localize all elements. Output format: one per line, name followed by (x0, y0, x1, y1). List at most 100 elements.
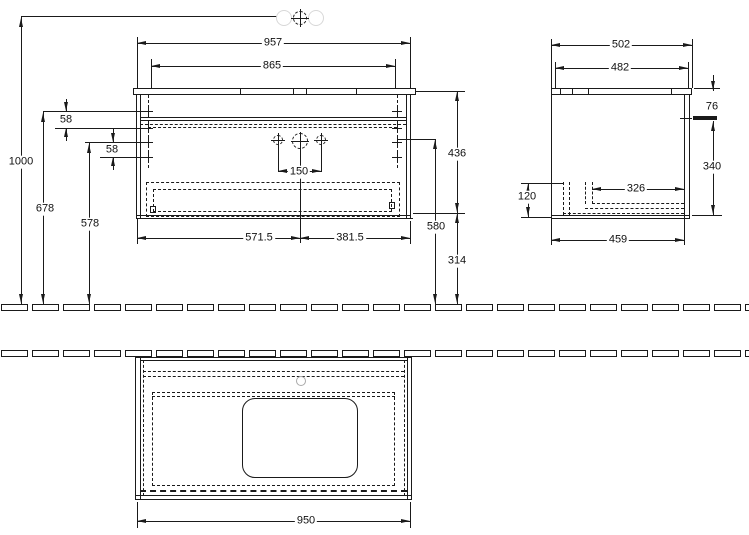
drawing-line (21, 16, 277, 17)
dim-label-apron-height: 76 (703, 100, 721, 114)
center-cross-mark (148, 152, 149, 162)
wall-hatch-brick (342, 350, 369, 357)
center-cross-mark (321, 133, 322, 147)
drawing-line (410, 95, 411, 218)
wall-hatch-brick (373, 350, 400, 357)
dim-arrow (401, 235, 410, 240)
wall-hatch-brick (745, 304, 749, 311)
basin-bowl (242, 398, 358, 478)
dim-label-height-upper: 678 (33, 202, 57, 216)
drawing-line (688, 62, 689, 88)
center-cross-mark (397, 106, 398, 116)
wall-hatch-brick (683, 350, 710, 357)
wall-hatch-brick (373, 304, 400, 311)
dim-arrow (110, 133, 115, 142)
drawing-line (692, 215, 722, 216)
dim-label-hole-offset-mid: 58 (103, 143, 121, 157)
wall-hatch-brick (94, 350, 121, 357)
drawing-line (306, 88, 307, 95)
hidden-edge-line (148, 127, 397, 128)
dim-arrow (63, 102, 68, 111)
dim-label-carcass-depth: 459 (606, 233, 630, 247)
center-cross-mark (148, 137, 149, 147)
dim-arrow (551, 237, 560, 242)
countertop-side (551, 88, 692, 95)
drawing-line (140, 120, 406, 121)
center-cross-mark (397, 137, 398, 147)
dim-arrow (278, 168, 287, 173)
dim-arrow (432, 294, 437, 303)
hidden-edge-line (585, 208, 684, 209)
drawing-line (551, 218, 552, 245)
dim-arrow (300, 235, 309, 240)
basin-hidden-outline (152, 392, 395, 486)
dim-arrow (18, 294, 23, 303)
wall-hatch-brick (218, 304, 245, 311)
dim-arrow (401, 518, 410, 523)
dim-arrow (63, 128, 68, 137)
hidden-edge-line (569, 182, 570, 215)
dim-label-inner-width: 865 (260, 59, 284, 73)
hidden-edge-line (563, 182, 564, 215)
dim-label-center-left: 571.5 (243, 231, 275, 245)
drawing-line (300, 150, 301, 243)
hidden-edge-line (563, 213, 684, 214)
wall-hatch-brick (621, 304, 648, 311)
drawing-line (395, 59, 396, 89)
wall-hatch-brick (745, 350, 749, 357)
dim-arrow (401, 40, 410, 45)
dim-arrow (291, 235, 300, 240)
drawing-line (100, 157, 150, 158)
drawing-line (551, 95, 552, 219)
hidden-edge-line (152, 396, 395, 397)
drawing-line (521, 217, 551, 218)
drawing-line (140, 360, 407, 361)
dim-arrow (432, 140, 437, 149)
drawing-line (413, 213, 465, 214)
drawing-line (588, 88, 589, 95)
wall-hatch-brick (187, 304, 214, 311)
center-cross-mark (300, 9, 301, 27)
drawing-line (136, 218, 413, 219)
wall-hatch-brick (590, 304, 617, 311)
drawing-line (551, 218, 689, 219)
dim-arrow (679, 65, 688, 70)
wall-hatch-brick (714, 304, 741, 311)
wall-hatch-brick (280, 304, 307, 311)
wall-hatch-brick (435, 304, 462, 311)
drawing-line (293, 88, 294, 95)
dim-arrow (710, 81, 715, 90)
wall-hatch-brick (652, 350, 679, 357)
dim-arrow (683, 42, 692, 47)
wall-hatch-brick (621, 350, 648, 357)
wall-hatch-brick (187, 350, 214, 357)
wall-hatch-brick (156, 304, 183, 311)
drawing-line (684, 218, 685, 245)
drawing-line (85, 142, 150, 143)
wall-hatch-brick (1, 304, 28, 311)
drawer-outline (146, 182, 400, 217)
wall-hatch-brick (590, 350, 617, 357)
drawing-line (407, 357, 408, 500)
wall-hatch-brick (342, 304, 369, 311)
drawing-line (55, 128, 150, 129)
drawing-line (136, 215, 410, 216)
dim-label-height-rim: 580 (424, 220, 448, 234)
dim-label-unit-height: 436 (445, 147, 469, 161)
wall-hatch-brick (249, 304, 276, 311)
drawing-line (140, 95, 141, 218)
dim-arrow (137, 235, 146, 240)
wall-hatch-brick (528, 350, 555, 357)
dim-arrow (710, 122, 715, 131)
wall-hatch-brick (1, 350, 28, 357)
drawing-line (406, 95, 407, 218)
drawing-line (410, 221, 411, 244)
wall-hatch-brick (249, 350, 276, 357)
drawing-line (140, 117, 406, 118)
wall-hatch-brick (218, 350, 245, 357)
dim-arrow (86, 294, 91, 303)
wall-hatch-brick (497, 350, 524, 357)
center-cross-mark (278, 133, 279, 147)
hidden-edge-line (592, 203, 684, 204)
wall-hatch-brick (404, 304, 431, 311)
